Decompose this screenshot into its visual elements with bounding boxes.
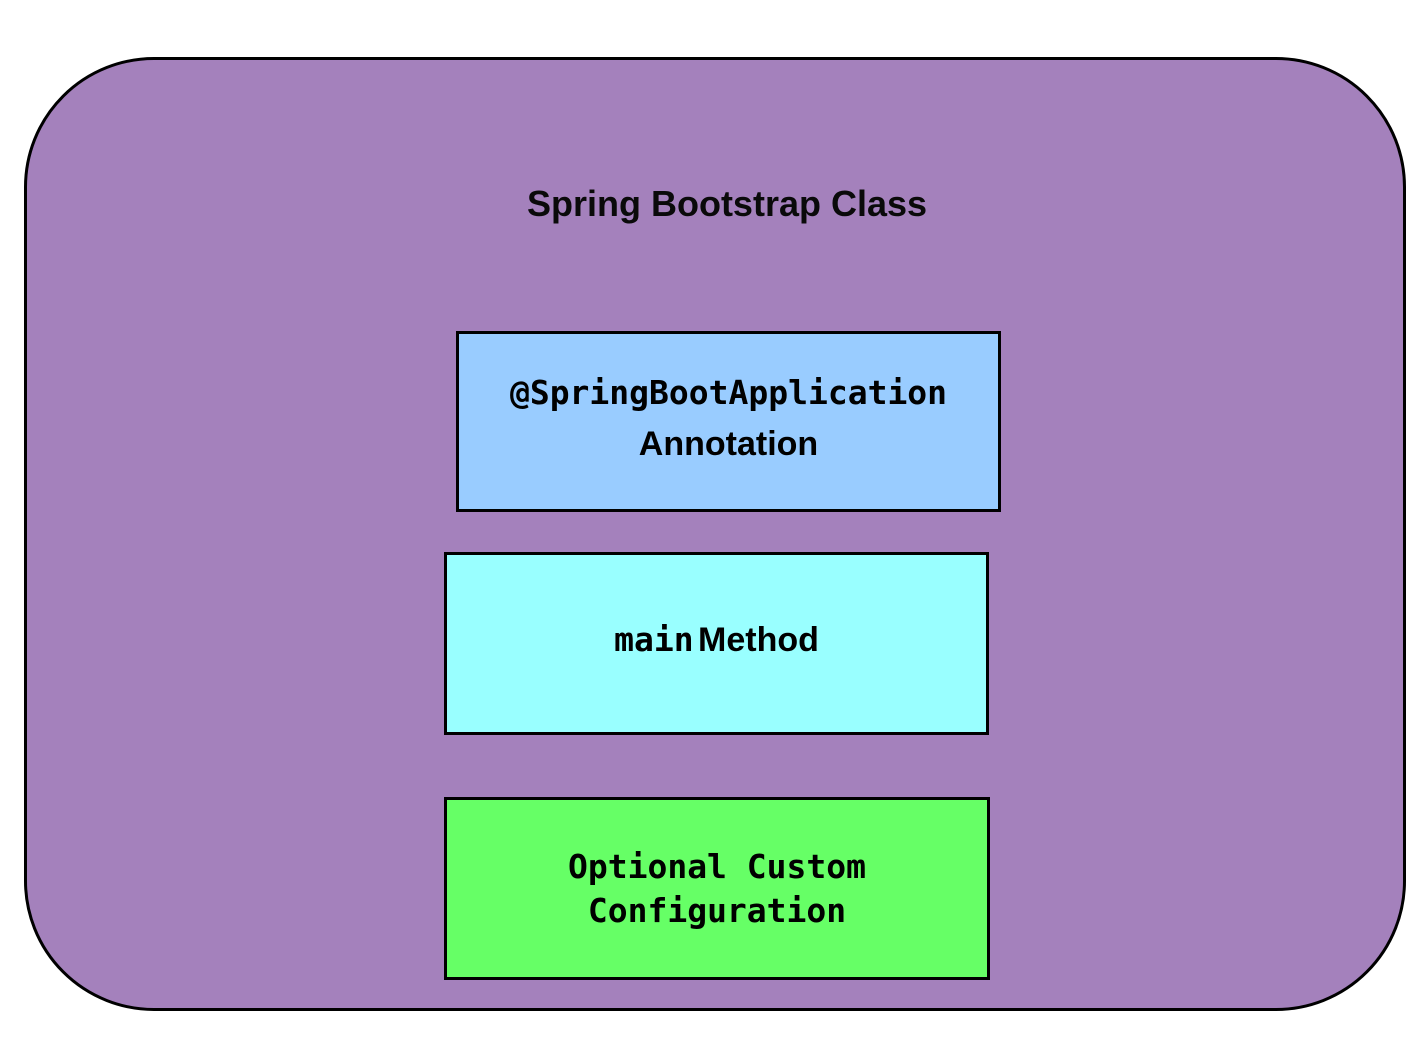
node-main-method: main Method [444,552,989,735]
springbootapplication-code-text: @SpringBootApplication [509,372,948,412]
spring-bootstrap-class-container: Spring Bootstrap Class @SpringBootApplic… [24,57,1406,1011]
node-annotation-label-line: Annotation [639,422,818,473]
node-springbootapplication-annotation: @SpringBootApplication Annotation [456,331,1001,512]
container-title: Spring Bootstrap Class [526,183,928,224]
method-label-text: Method [698,621,819,659]
node-main-method-line: main Method [614,618,819,669]
node-annotation-code-line: @SpringBootApplication [510,371,947,422]
main-code-text: main [614,620,694,659]
configuration-line: Configuration [587,890,847,930]
annotation-label-text: Annotation [638,424,819,463]
node-optional-custom-configuration: Optional Custom Configuration [444,797,990,980]
optional-custom-line: Optional Custom [567,846,866,886]
